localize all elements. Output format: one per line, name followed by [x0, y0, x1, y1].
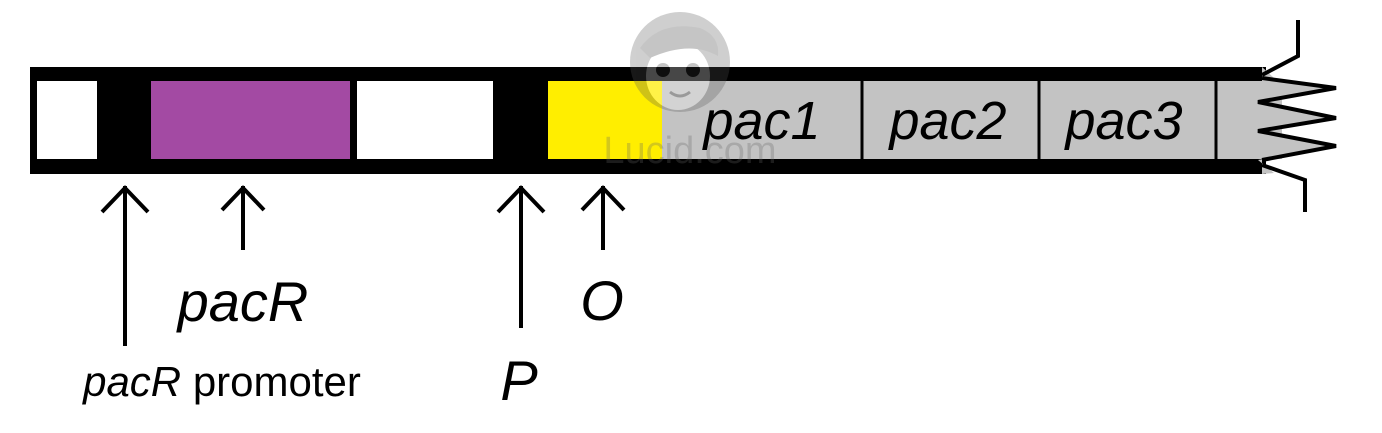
pac1-gene-label: pac1	[701, 91, 820, 151]
operator-segment	[548, 81, 662, 159]
P-label: P	[500, 349, 537, 412]
strand-break-zigzag	[1257, 76, 1337, 162]
pac3-gene-label: pac3	[1063, 91, 1182, 151]
pacR-promoter-label: pacR promoter	[81, 358, 361, 405]
pac2-gene-label: pac2	[887, 91, 1006, 151]
watermark-text: Lucid.com	[603, 130, 776, 172]
pacR-promoter-label-word: promoter	[181, 358, 361, 405]
pacR-arrow	[220, 185, 266, 250]
O-label: O	[580, 269, 624, 332]
strand-break-fill	[1258, 67, 1336, 174]
white-segment-2	[357, 81, 493, 159]
pacR-promoter-arrow	[100, 185, 150, 346]
watermark: Lucid.com	[603, 12, 777, 172]
pacR-label: pacR	[176, 270, 309, 333]
cartoon-face-icon	[630, 12, 730, 112]
O-arrow	[580, 185, 626, 250]
P-arrow	[496, 185, 546, 328]
pac-gene-region	[662, 81, 1282, 159]
pacR-promoter-label-gene: pacR	[81, 358, 181, 405]
pacR-gene-segment	[151, 81, 350, 159]
white-segment-1	[37, 81, 97, 159]
strand-break-top-line	[1261, 20, 1300, 77]
strand-break-bottom-line	[1261, 163, 1307, 212]
